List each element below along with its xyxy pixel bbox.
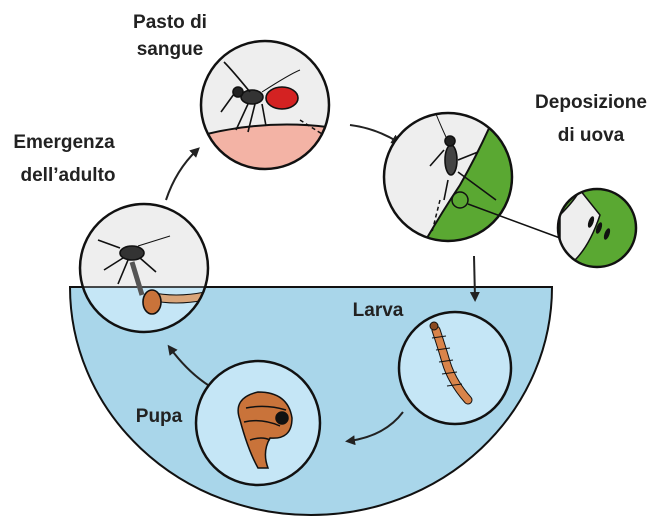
- label-egg-laying-line1: Deposizione: [535, 92, 647, 113]
- label-blood-meal-line1: Pasto di: [133, 12, 207, 33]
- arrow-emergence-to-bloodmeal: [166, 150, 197, 200]
- label-adult-emergence-line2: dell’adulto: [21, 165, 116, 186]
- arrow-bloodmeal-to-egglaying: [350, 125, 398, 142]
- label-larva: Larva: [353, 300, 404, 321]
- egg-magnifier: [558, 189, 636, 267]
- label-adult-emergence-line1: Emergenza: [13, 132, 115, 153]
- label-pupa: Pupa: [136, 406, 183, 427]
- label-blood-meal-line2: sangue: [137, 39, 204, 60]
- blood-meal-circle: [195, 41, 335, 175]
- egg-laying-circle: [384, 108, 520, 250]
- label-egg-laying-line2: di uova: [558, 125, 625, 146]
- arrow-egglaying-to-larva: [474, 256, 475, 298]
- pupa-circle: [196, 361, 320, 485]
- larva-circle: [399, 312, 511, 424]
